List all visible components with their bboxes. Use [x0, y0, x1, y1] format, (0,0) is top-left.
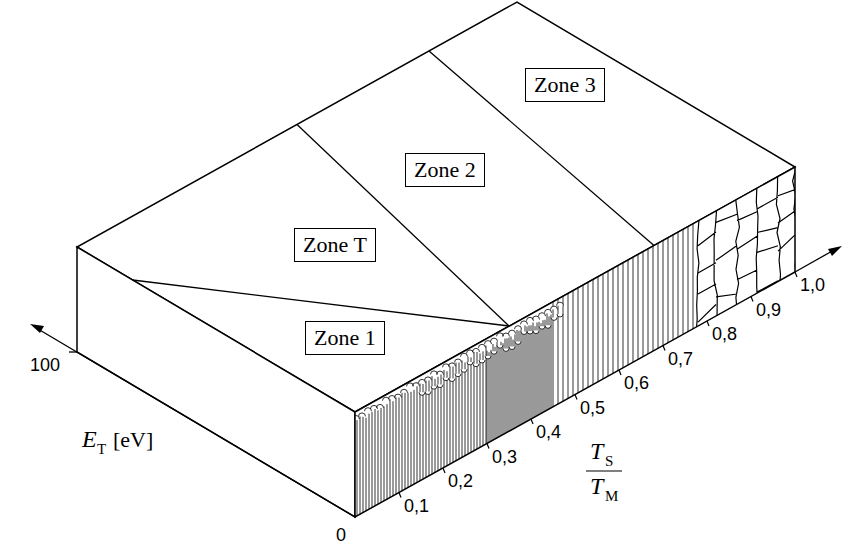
axis-value: 0,5 [580, 399, 605, 419]
zone-name: Zone 1 [314, 324, 376, 352]
microstructure-texture [353, 164, 798, 519]
axis-ticks [399, 272, 797, 498]
zone-boundary [429, 51, 654, 245]
axis-tick [487, 444, 489, 449]
axis-arrowhead [828, 246, 842, 256]
axis-tick [443, 468, 445, 473]
axis-value: 0,8 [712, 325, 737, 345]
axis-unit: [eV] [113, 428, 153, 452]
axis-subscript: T [97, 441, 106, 458]
zone-name: Zone 2 [414, 156, 476, 184]
zone-label-box: Zone 1 [305, 321, 385, 355]
zone-label-box: Zone 2 [405, 153, 485, 187]
axis-tick [795, 272, 797, 277]
axis-tick [531, 419, 533, 424]
axis-tick [399, 493, 401, 498]
axis-tick [575, 395, 577, 400]
axis-value: 0,7 [668, 350, 693, 370]
axis-subscript: M [605, 488, 618, 505]
zone-boundary [133, 280, 509, 326]
axis-tick [663, 346, 665, 351]
energy-axis [38, 329, 355, 517]
zone-label-box: Zone 3 [525, 68, 605, 102]
grain-boundaries [696, 164, 797, 333]
axis-value: 0,6 [624, 374, 649, 394]
front-outline [355, 167, 795, 517]
axis-value: 0,2 [448, 472, 473, 492]
axis-symbol: T [590, 473, 603, 499]
axis-symbol: E [82, 426, 97, 452]
axis-value: 0,4 [536, 423, 561, 443]
axis-value: 0 [336, 526, 346, 546]
zone-name: Zone T [303, 231, 367, 259]
axis-symbol: T [590, 438, 603, 464]
axis-tick [751, 297, 753, 302]
side-face [77, 247, 355, 517]
axis-value: 1,0 [800, 276, 825, 296]
axis-tick [707, 321, 709, 326]
zone-boundary [297, 125, 509, 327]
axis-tick [69, 351, 77, 352]
fraction-bar [586, 470, 622, 471]
axis-value: 0,9 [756, 301, 781, 321]
temperature-axis [795, 250, 834, 272]
axis-subscript: S [605, 453, 613, 470]
front-face [355, 167, 795, 517]
zone-name: Zone 3 [534, 71, 596, 99]
axis-value: 0,1 [404, 497, 429, 517]
axis-tick [619, 370, 621, 375]
zone-label-box: Zone T [294, 228, 376, 262]
axis-arrowhead [30, 324, 44, 333]
axis-value: 0,3 [492, 448, 517, 468]
axis-value: 100 [30, 356, 60, 376]
column-lines [357, 222, 693, 519]
